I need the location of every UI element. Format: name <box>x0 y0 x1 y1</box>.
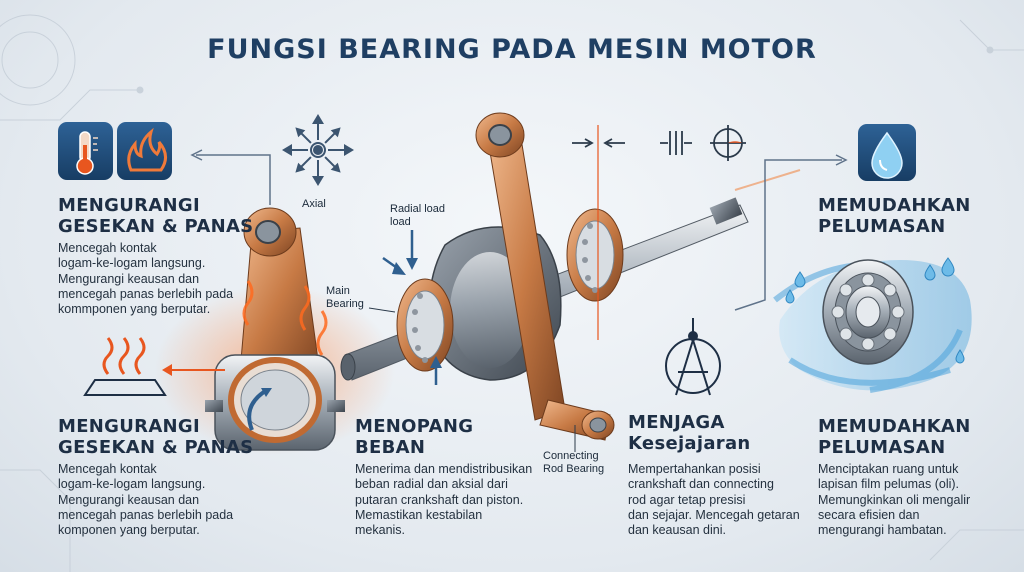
heading-line: MENJAGA <box>628 412 725 433</box>
text-line: Menciptakan ruang untuk <box>818 462 959 476</box>
text-line: mencegah panas berlebih pada <box>58 507 234 522</box>
connector-line-top-right <box>764 159 842 235</box>
text-line: lapisan film pelumas (oli). <box>818 477 960 492</box>
label-line: Main <box>326 285 350 297</box>
heading-line: MENOPANG <box>355 416 474 437</box>
text-line: putaran crankshaft dan piston. <box>355 492 524 507</box>
alignment-symbol-icon <box>572 125 746 161</box>
text-line: Mempertahankan posisi <box>628 462 761 476</box>
heading-alignment: MENJAGA Kesejajaran <box>628 412 751 454</box>
text-line: Mencegah kontak <box>58 462 157 476</box>
text-line: Mengurangi keausan dan <box>58 492 200 507</box>
heading-line: PELUMASAN <box>818 216 946 237</box>
text-line: Menerima dan mendistribusikan <box>355 462 533 476</box>
text-line: dan sejajar. Mencegah getaran <box>628 507 800 522</box>
text-friction-top: Mencegah kontak logam-ke-logam langsung.… <box>58 241 233 317</box>
text-load-support: Menerima dan mendistribusikan beban radi… <box>355 462 532 538</box>
text-line: dan keausan dini. <box>628 523 726 538</box>
flame-tile <box>117 122 172 180</box>
text-lubrication-bottom: Menciptakan ruang untuk lapisan film pel… <box>818 462 970 538</box>
label-axial: Axial <box>302 198 326 210</box>
label-line: Rod Bearing <box>543 463 605 475</box>
text-line: Mencegah kontak <box>58 241 157 255</box>
background-circuit-lines <box>0 14 1024 572</box>
heading-line: Kesejajaran <box>628 433 751 454</box>
thermometer-tile <box>58 122 113 180</box>
heat-waves-icon <box>83 337 167 396</box>
compass-icon <box>665 318 721 396</box>
crankshaft <box>340 169 801 381</box>
connector-line-top-left <box>196 154 271 205</box>
label-main-bearing: Main Bearing <box>326 285 364 311</box>
left-connecting-rod <box>155 207 395 455</box>
text-line: mengurangi hambatan. <box>818 523 947 538</box>
text-line: secara efisien dan <box>818 507 920 522</box>
label-radial-load: Radial load load <box>390 203 445 229</box>
label-connecting-rod-bearing: Connecting Rod Bearing <box>543 450 604 476</box>
heading-line: MENGURANGI <box>58 195 200 216</box>
text-line: logam-ke-logam langsung. <box>58 256 206 271</box>
heading-line: MENGURANGI <box>58 416 200 437</box>
text-line: rod agar tetap presisi <box>628 492 746 507</box>
water-drop-tile <box>858 124 916 181</box>
lubricated-bearing <box>773 257 972 393</box>
heading-line: MEMUDAHKAN <box>818 416 971 437</box>
heading-line: MEMUDAHKAN <box>818 195 971 216</box>
label-line: Bearing <box>326 298 364 310</box>
label-line: Radial load <box>390 203 446 215</box>
axial-force-icon <box>282 114 354 186</box>
heading-load-support: MENOPANG BEBAN <box>355 416 473 458</box>
text-line: logam-ke-logam langsung. <box>58 477 206 492</box>
heading-line: GESEKAN & PANAS <box>58 437 254 458</box>
text-friction-bottom: Mencegah kontak logam-ke-logam langsung.… <box>58 462 233 538</box>
heading-line: GESEKAN & PANAS <box>58 216 254 237</box>
page-title: FUNGSI BEARING PADA MESIN MOTOR <box>207 34 817 65</box>
heading-friction-top: MENGURANGI GESEKAN & PANAS <box>58 195 253 237</box>
heading-lubrication-bottom: MEMUDAHKAN PELUMASAN <box>818 416 971 458</box>
heading-line: BEBAN <box>355 437 426 458</box>
text-line: Memungkinkan oli mengalir <box>818 492 971 507</box>
text-line: crankshaft dan connecting <box>628 477 774 492</box>
text-line: mekanis. <box>355 523 406 538</box>
text-line: Mengurangi keausan dan <box>58 271 200 286</box>
text-line: Memastikan kestabilan <box>355 507 483 522</box>
text-line: komponen yang berputar. <box>58 523 200 538</box>
text-line: mencegah panas berlebih pada <box>58 286 234 301</box>
text-line: beban radial dan aksial dari <box>355 477 508 492</box>
center-connecting-rod <box>475 112 615 441</box>
label-line: load <box>390 216 411 228</box>
text-line: kommponen yang berputar. <box>58 302 211 317</box>
heading-line: PELUMASAN <box>818 437 946 458</box>
heading-lubrication-top: MEMUDAHKAN PELUMASAN <box>818 195 971 237</box>
label-line: Connecting <box>543 450 599 462</box>
text-alignment: Mempertahankan posisi crankshaft dan con… <box>628 462 800 538</box>
heading-friction-bottom: MENGURANGI GESEKAN & PANAS <box>58 416 253 458</box>
radial-load-arrows <box>382 230 442 385</box>
